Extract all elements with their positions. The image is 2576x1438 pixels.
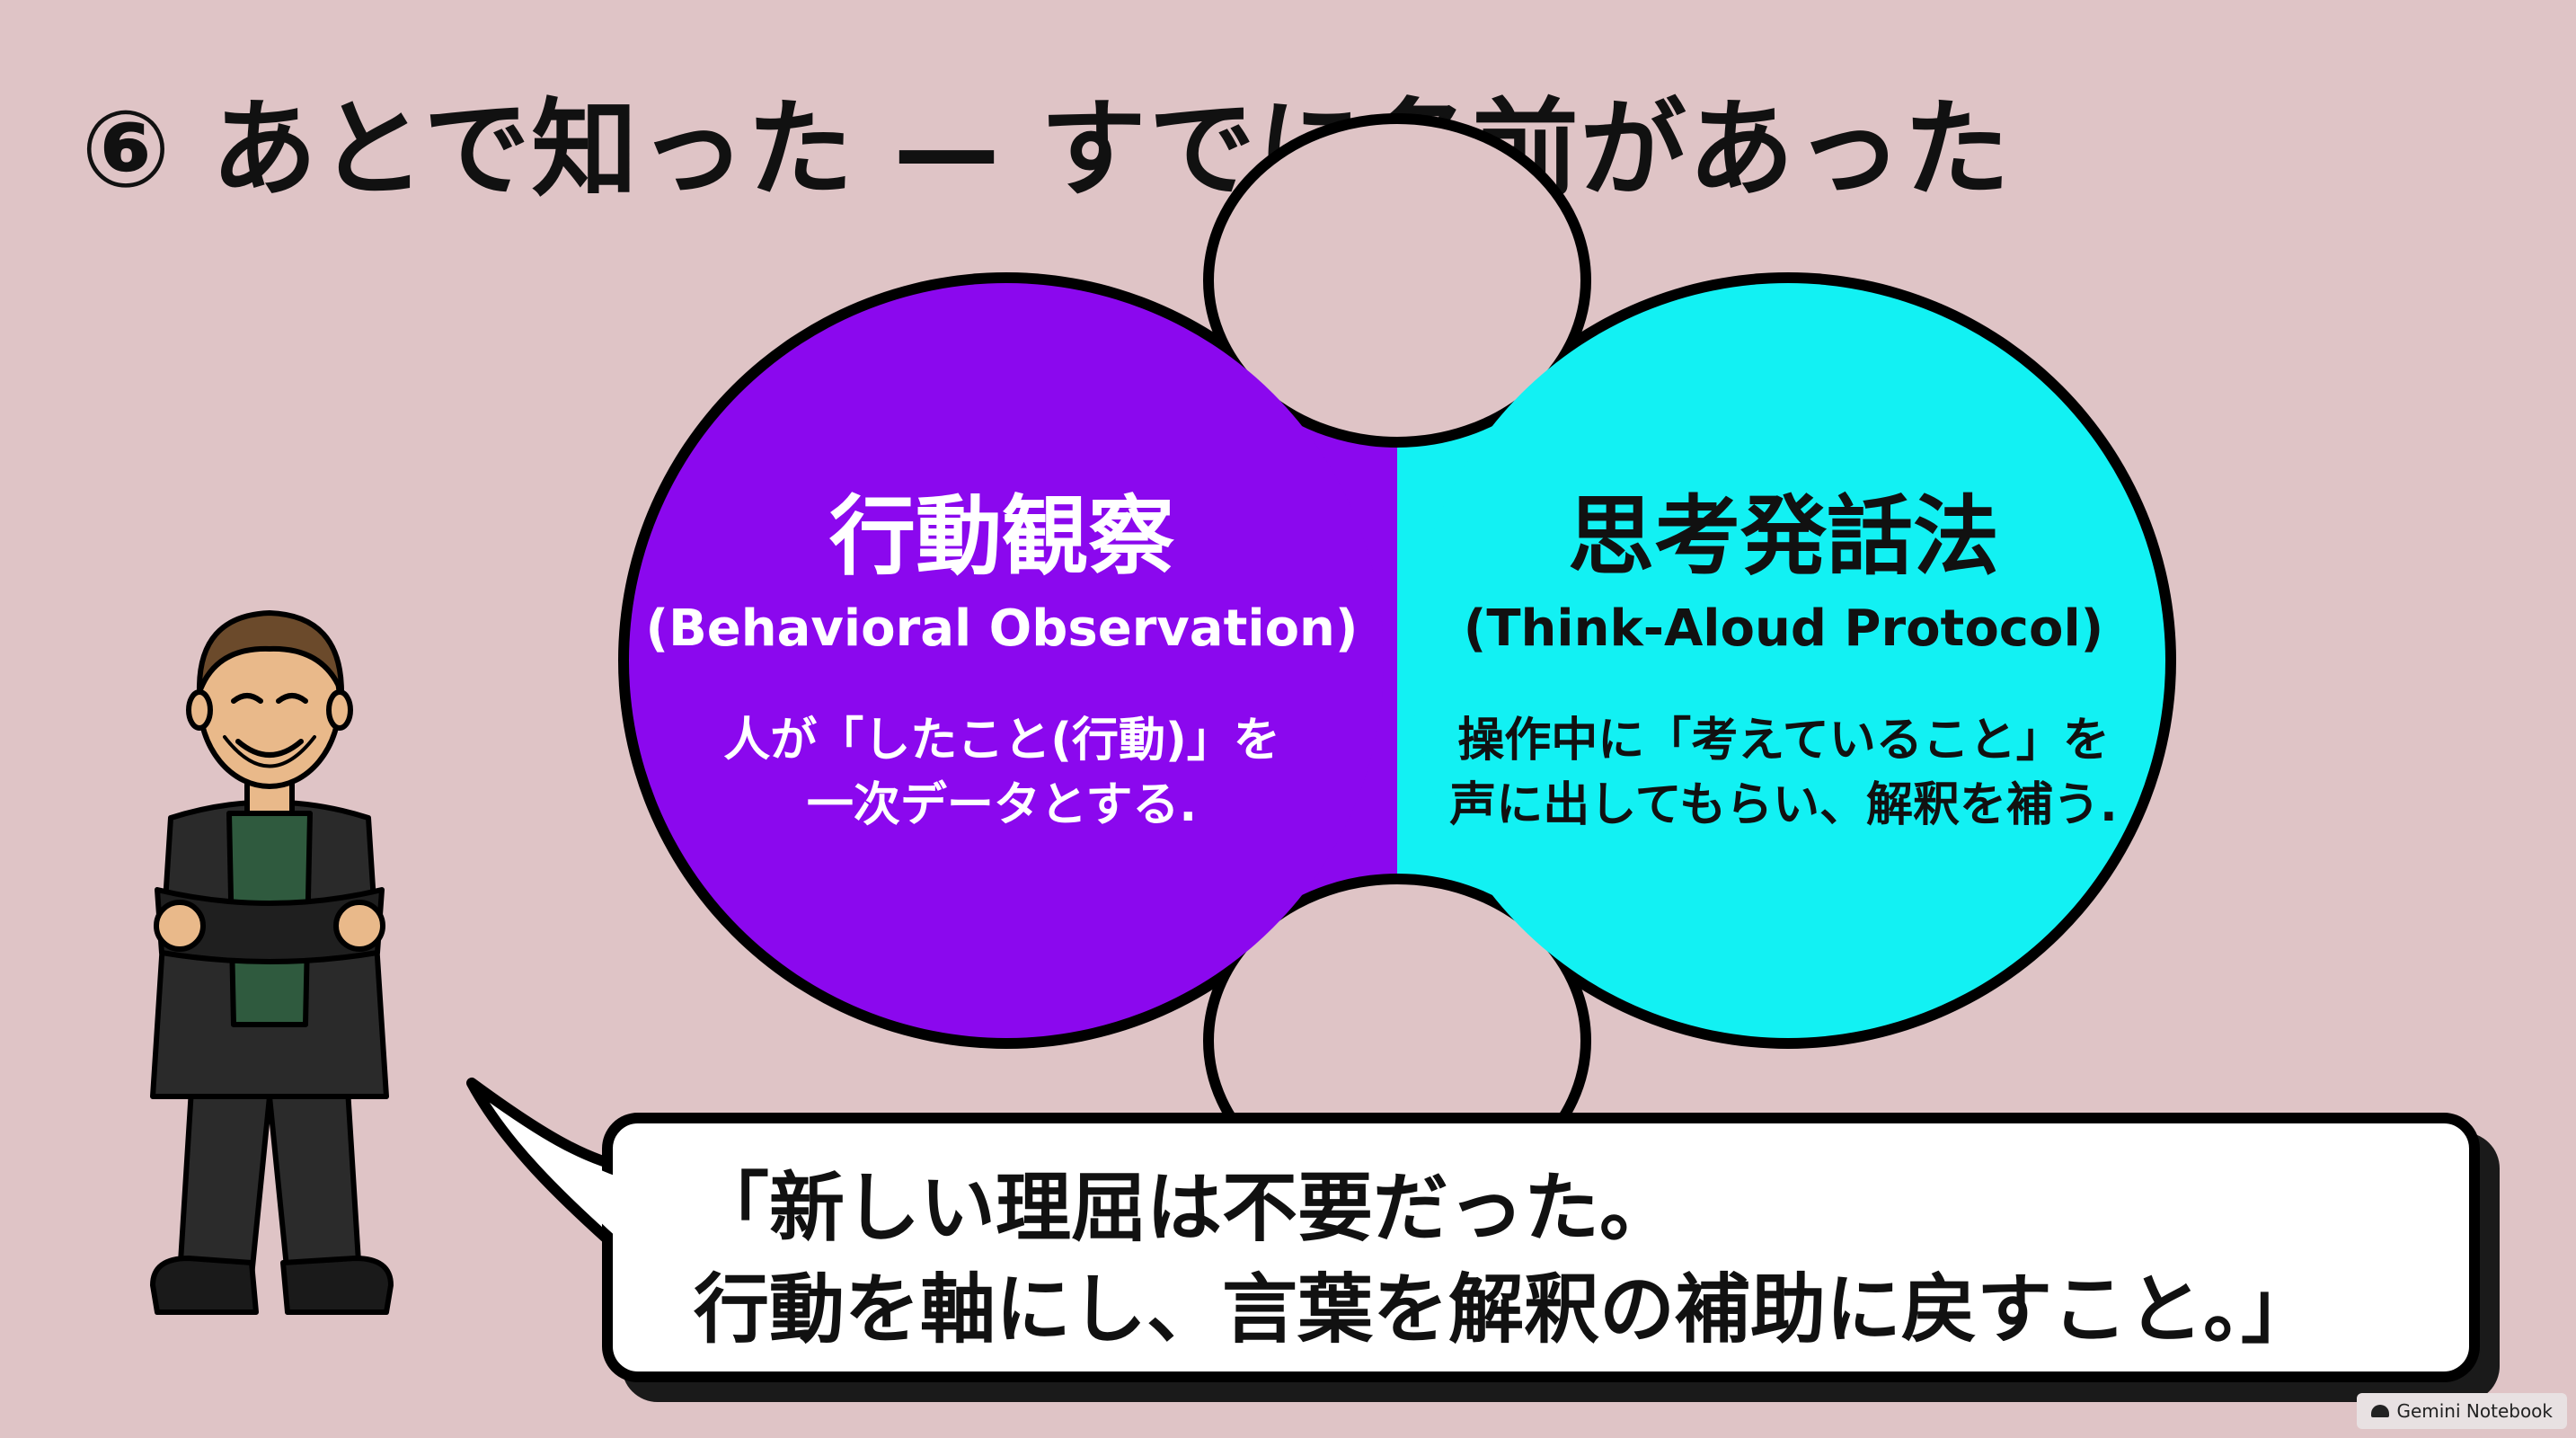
- right-circle-description: 操作中に「考えていること」を 声に出してもらい、解釈を補う.: [1449, 713, 2118, 833]
- right-circle-name: 思考発話法: [1568, 486, 1999, 587]
- left-circle-description: 人が「したこと(行動)」を 一次データとする.: [723, 713, 1280, 833]
- watermark-text: Gemini Notebook: [2396, 1400, 2553, 1422]
- right-circle-english: (Think-Aloud Protocol): [1463, 599, 2104, 659]
- left-circle: [629, 283, 1384, 1038]
- left-circle-english: (Behavioral Observation): [645, 599, 1359, 659]
- character-illustration: [150, 610, 394, 1315]
- watermark: Gemini Notebook: [2357, 1393, 2567, 1429]
- venn-waist-top: [1203, 113, 1591, 448]
- speech-text: 「新しい理屈は不要だった。 行動を軸にし、言葉を解釈の補助に戻すこと。」: [694, 1164, 2317, 1354]
- left-circle-name: 行動観察: [829, 486, 1174, 587]
- right-circle-text: 思考発話法 (Think-Aloud Protocol) 操作中に「考えているこ…: [1415, 485, 2152, 839]
- right-circle: [1411, 283, 2165, 1038]
- speech-bubble: 「新しい理屈は不要だった。 行動を軸にし、言葉を解釈の補助に戻すこと。」: [602, 1113, 2480, 1382]
- slide-title: ⑥ あとで知った — すでに名前があった: [81, 87, 2012, 211]
- gemini-notebook-icon: [2371, 1405, 2390, 1417]
- left-circle-text: 行動観察 (Behavioral Observation) 人が「したこと(行動…: [633, 485, 1370, 839]
